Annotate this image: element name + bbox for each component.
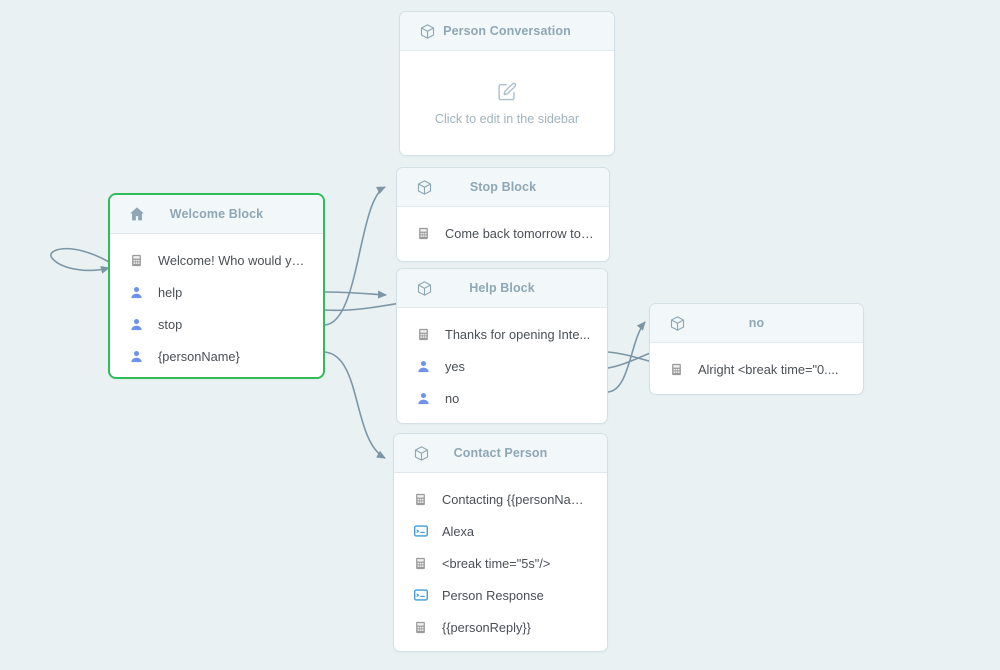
node-header[interactable]: Welcome Block	[110, 195, 323, 234]
row-label: Come back tomorrow to p...	[445, 225, 595, 241]
speaker-icon	[415, 225, 432, 242]
node-title: Person Conversation	[443, 24, 571, 38]
row-item[interactable]: {{personReply}}	[394, 611, 607, 643]
row-item[interactable]: help	[110, 276, 323, 308]
node-header[interactable]: no	[650, 304, 863, 343]
row-item[interactable]: Come back tomorrow to p...	[397, 217, 609, 249]
node-header[interactable]: Contact Person	[394, 434, 607, 473]
node-person-conversation[interactable]: Person Conversation Click to edit in the…	[399, 11, 615, 156]
row-item[interactable]: Welcome! Who would you ...	[110, 244, 323, 276]
row-item[interactable]: Alexa	[394, 515, 607, 547]
cube-icon	[418, 22, 436, 40]
person-icon	[128, 284, 145, 301]
node-contact-person[interactable]: Contact Person Contacting {{per	[393, 433, 608, 652]
row-item[interactable]: Thanks for opening Inte...	[397, 318, 607, 350]
person-icon	[415, 358, 432, 375]
edge-help-to-no	[607, 321, 646, 393]
row-label: stop	[158, 316, 183, 332]
row-label: Welcome! Who would you ...	[158, 252, 309, 268]
node-body: Thanks for opening Inte... yes	[397, 308, 607, 426]
row-label: {personName}	[158, 348, 240, 364]
row-label: help	[158, 284, 183, 300]
node-body: Come back tomorrow to p...	[397, 207, 609, 261]
speaker-icon	[412, 491, 429, 508]
node-body: Click to edit in the sidebar	[400, 51, 614, 156]
row-label: <break time="5s"/>	[442, 555, 551, 571]
node-header[interactable]: Person Conversation	[400, 12, 614, 51]
node-no-block[interactable]: no Alright <break time="0....	[649, 303, 864, 395]
node-header[interactable]: Stop Block	[397, 168, 609, 207]
node-title: Stop Block	[469, 180, 537, 194]
person-icon	[128, 348, 145, 365]
row-label: Contacting {{personName...	[442, 491, 593, 507]
row-label: Person Response	[442, 587, 544, 603]
node-body: Contacting {{personName... Alexa	[394, 473, 607, 655]
speaker-icon	[415, 326, 432, 343]
node-help-block[interactable]: Help Block Thanks for opening I	[396, 268, 608, 424]
edge-stop-to-help	[324, 290, 387, 299]
node-body: Welcome! Who would you ... help	[110, 234, 323, 384]
row-item[interactable]: <break time="5s"/>	[394, 547, 607, 579]
node-title: no	[748, 316, 765, 330]
row-label: no	[445, 390, 460, 406]
speaker-icon	[668, 361, 685, 378]
cube-icon	[415, 279, 433, 297]
node-title: Welcome Block	[169, 207, 264, 221]
node-title: Contact Person	[453, 446, 548, 460]
row-item[interactable]: stop	[110, 308, 323, 340]
person-icon	[415, 390, 432, 407]
row-label: yes	[445, 358, 465, 374]
cube-icon	[412, 444, 430, 462]
empty-text: Click to edit in the sidebar	[434, 112, 580, 126]
node-welcome-block[interactable]: Welcome Block Welcome! Who woul	[108, 193, 325, 379]
node-title: Help Block	[469, 281, 535, 295]
row-item[interactable]: Alright <break time="0....	[650, 353, 863, 385]
row-label: Thanks for opening Inte...	[445, 326, 591, 342]
row-label: {{personReply}}	[442, 619, 531, 635]
speaker-icon	[412, 619, 429, 636]
speaker-icon	[412, 555, 429, 572]
person-icon	[128, 316, 145, 333]
card-icon	[412, 587, 429, 604]
home-icon	[128, 205, 146, 223]
edge-self-loop	[50, 247, 110, 274]
row-label: Alexa	[442, 523, 475, 539]
card-icon	[412, 523, 429, 540]
node-stop-block[interactable]: Stop Block Come back tomorrow t	[396, 167, 610, 262]
row-item[interactable]: {personName}	[110, 340, 323, 372]
speaker-icon	[128, 252, 145, 269]
cube-icon	[668, 314, 686, 332]
row-item[interactable]: no	[397, 382, 607, 414]
edge-help-to-stop	[324, 186, 386, 326]
row-item[interactable]: Contacting {{personName...	[394, 483, 607, 515]
row-label: Alright <break time="0....	[698, 361, 839, 377]
edge-person-to-contact	[324, 351, 386, 459]
row-item[interactable]: yes	[397, 350, 607, 382]
node-header[interactable]: Help Block	[397, 269, 607, 308]
node-body: Alright <break time="0....	[650, 343, 863, 397]
row-item[interactable]: Person Response	[394, 579, 607, 611]
cube-icon	[415, 178, 433, 196]
empty-placeholder[interactable]: Click to edit in the sidebar	[400, 51, 614, 156]
edit-square-icon	[496, 81, 518, 103]
